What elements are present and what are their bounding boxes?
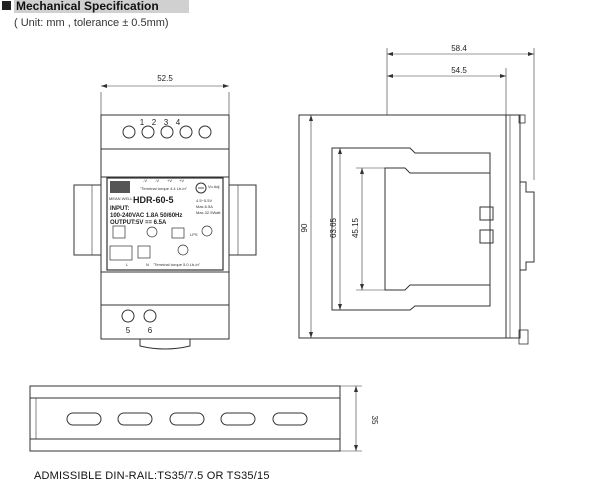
- terminal-sign: N: [146, 262, 149, 267]
- terminal-number: 2: [152, 118, 157, 127]
- side-view: [298, 48, 535, 345]
- torque-note-top: "Terminal torque 4.4 Lb-in": [140, 186, 188, 191]
- product-label: -V -V +V +V "Terminal torque 4.4 Lb-in" …: [109, 178, 221, 267]
- front-view: [73, 84, 257, 350]
- terminal-number: 6: [148, 326, 153, 335]
- input-label: INPUT:: [110, 206, 129, 212]
- max-current: Max.6.5A: [196, 204, 213, 209]
- terminal-number: 4: [176, 118, 181, 127]
- brand-name: MEAN WELL: [109, 196, 133, 201]
- brand-logo: [110, 181, 130, 193]
- rail-slot: [169, 412, 205, 426]
- section-header: Mechanical Specification: [0, 0, 600, 14]
- terminal-sign: -V: [143, 178, 147, 183]
- input-spec: 100-240VAC 1.8A 50/60Hz: [110, 213, 182, 219]
- front-width-dim: 52.5: [157, 74, 173, 83]
- rail-slot: [66, 412, 102, 426]
- din-rail: [29, 385, 362, 452]
- voltage-range: 4.5~5.5V: [196, 198, 212, 203]
- output-spec: OUTPUT:5V == 6.5A: [110, 220, 167, 226]
- terminal-sign: +V: [167, 178, 172, 183]
- rail-slot: [272, 412, 308, 426]
- adj-label: Vo Adj.: [208, 184, 220, 189]
- rail-slot: [117, 412, 153, 426]
- terminal-sign: +V: [179, 178, 184, 183]
- inner-width-dim: 54.5: [451, 66, 467, 75]
- inner-height-dim: 45.15: [351, 217, 360, 238]
- terminal-number: 1: [140, 118, 145, 127]
- rail-slot: [220, 412, 256, 426]
- torque-note-bottom: "Terminal torque 5.0 Lb-in": [153, 262, 201, 267]
- section-title: Mechanical Specification: [16, 0, 159, 13]
- header-bar: [14, 0, 189, 13]
- terminal-sign: -V: [155, 178, 159, 183]
- top-terminal-numbers: 1 2 3 4: [140, 118, 181, 127]
- model-name: HDR-60-5: [133, 195, 174, 205]
- header-bullet-icon: [2, 1, 11, 10]
- mid-height-dim: 63.65: [329, 217, 338, 238]
- height-dim: 90: [300, 223, 309, 232]
- unit-note: ( Unit: mm , tolerance ± 0.5mm): [14, 17, 169, 29]
- din-rail-caption: ADMISSIBLE DIN-RAIL:TS35/7.5 OR TS35/15: [34, 470, 270, 482]
- terminal-sign: L: [126, 262, 129, 267]
- rail-height-dim: 35: [370, 416, 379, 425]
- max-power: Max.32.5Watt: [196, 210, 221, 215]
- terminal-number: 3: [164, 118, 169, 127]
- terminal-number: 5: [126, 326, 131, 335]
- overall-width-dim: 58.4: [451, 44, 467, 53]
- lps-mark: LPS: [190, 232, 198, 237]
- bottom-terminal-numbers: 5 6: [126, 326, 153, 335]
